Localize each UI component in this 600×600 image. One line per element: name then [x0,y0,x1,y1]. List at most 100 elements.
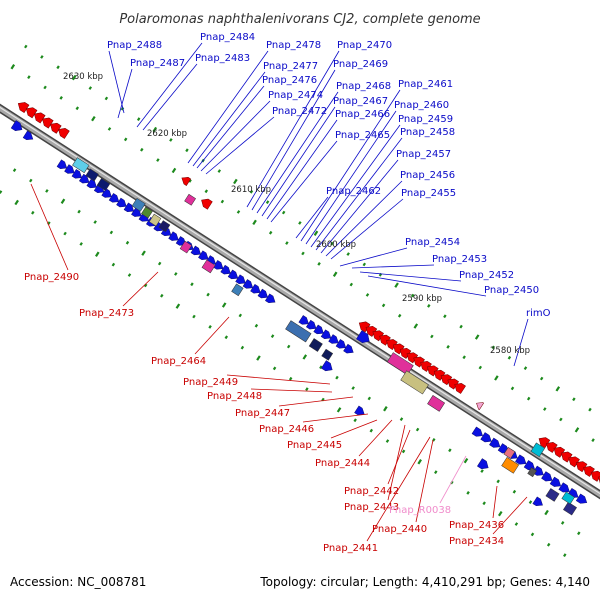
gene-arrow [335,339,347,349]
gc-dot [60,198,66,204]
gc-dot [127,273,132,277]
leader-line [387,424,406,501]
gene-label-forward: Pnap_2452 [459,270,514,281]
leader-line [492,496,528,535]
gc-dot [474,334,480,340]
gc-dot [12,168,17,173]
gc-dot [498,510,503,517]
gene-arrow [242,279,254,289]
gc-dot [510,386,515,391]
gene-arrow [399,347,412,359]
gc-dot [577,531,581,536]
gene-block [201,259,216,274]
gc-dot [301,251,305,256]
gc-dot [43,85,47,90]
gene-arrow [358,321,371,333]
gc-dot [528,500,533,505]
gc-dot [526,396,531,401]
gc-dot [185,148,189,153]
gene-label-reverse: Pnap_2436 [449,520,504,531]
gene-label-reverse: Pnap_2440 [372,524,427,535]
gene-block [231,283,244,297]
gc-dot [560,520,565,525]
gene-label-forward: Pnap_2450 [484,285,539,296]
gc-dot [156,158,160,162]
gene-arrow [477,458,489,470]
gene-block [503,447,516,459]
leader-line [339,247,408,267]
gene-arrow [354,405,365,416]
kbp-ticks: 2630 kbp 2620 kbp 2610 kbp 2600 kbp 2590… [63,72,530,356]
gene-block [184,193,196,206]
gene-arrow [25,107,38,119]
leader-line [246,50,340,208]
gene-arrow [489,437,501,448]
leader-line [261,106,336,217]
gc-dot [238,313,243,318]
leader-line [305,110,397,245]
gc-dot [401,449,406,454]
gene-arrow [320,329,332,339]
gene-label-rna: Pnap_R0038 [389,505,451,516]
gene-block [285,320,312,343]
gc-dot [123,137,128,142]
leader-line [30,183,69,271]
gene-label-forward: Pnap_2467 [333,96,388,107]
gene-arrow [298,315,309,325]
gc-dot [346,252,350,256]
accession-text: Accession: NC_008781 [10,575,146,589]
kbp-label: 2620 kbp [147,129,187,139]
gene-label-forward: Pnap_2478 [266,40,321,51]
gc-dot [539,376,544,381]
gc-dot [59,95,63,100]
leader-line [358,419,393,457]
gc-content-dots [0,44,595,558]
gene-label-reverse: Pnap_2434 [449,536,504,547]
gc-dot [514,522,519,526]
gene-arrow [575,461,588,473]
gc-dot [332,271,338,277]
gene-arrow [343,343,354,354]
gc-dot [544,509,549,516]
gene-block [561,491,575,505]
gc-dot [29,178,33,183]
gc-dot [95,251,100,257]
gene-label-forward: rimO [526,308,551,319]
gc-dot [136,117,141,122]
gene-block [501,456,520,474]
gc-dot [171,167,177,174]
leader-line [366,436,431,542]
gene-arrow [235,274,246,284]
gc-dot [14,199,19,206]
gc-dot [446,344,450,349]
gc-dot [63,231,67,236]
gc-dot [466,490,470,495]
gc-dot [559,417,563,422]
gc-dot [71,74,77,81]
gene-block [386,352,414,376]
gc-dot [240,345,245,350]
gc-dot [140,147,144,152]
gene-arrow [583,466,595,477]
gene-label-forward: Pnap_2455 [401,188,456,199]
gc-dot [563,553,567,558]
leader-line [196,85,265,169]
gc-dot [111,262,116,267]
gc-dot [523,366,528,371]
gene-block [400,370,429,395]
gene-label-reverse: Pnap_2443 [344,502,399,513]
leader-line [351,264,435,269]
gene-block [141,206,153,219]
gc-dot [349,282,354,287]
leader-line [270,140,338,223]
gene-label-forward: Pnap_2465 [335,130,390,141]
gc-dot [512,489,517,494]
gc-dot [399,417,404,422]
leader-line [250,388,333,393]
gene-label-forward: Pnap_2454 [405,237,460,248]
gc-dot [40,55,44,59]
gc-dot [79,242,83,246]
gene-labels: Pnap_2488Pnap_2487Pnap_2484Pnap_2483Pnap… [24,32,551,554]
gc-dot [157,261,162,266]
gene-block [72,157,90,174]
